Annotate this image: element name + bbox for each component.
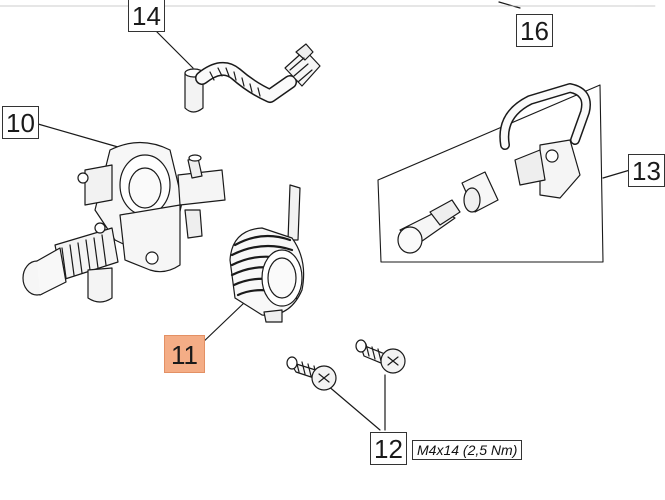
leader-10: [37, 123, 119, 148]
part-11-worm-gear: [229, 184, 305, 323]
kit-frame: [377, 84, 604, 263]
leader-14: [149, 24, 194, 69]
screw-spec-label: M4x14 (2,5 Nm): [412, 440, 523, 460]
callout-16: 16: [516, 14, 553, 47]
callout-14-box: 14: [128, 0, 165, 32]
callout-13: 13: [628, 154, 665, 187]
leader-16: [498, 1, 521, 9]
callout-10: 10: [2, 106, 39, 139]
callout-16-box: 16: [516, 14, 553, 47]
callout-10-box: 10: [2, 106, 39, 139]
callout-12-box: 12: [370, 432, 407, 465]
leader-11: [199, 301, 246, 346]
part-13-kit: [377, 83, 631, 263]
callout-12: 12: [370, 432, 407, 465]
part-12-screws: [286, 339, 406, 391]
part-10-oil-pump: [22, 141, 226, 303]
callout-13-box: 13: [628, 154, 665, 187]
callout-11-highlight: 11: [164, 335, 205, 373]
leader-12a: [326, 384, 381, 431]
callout-14: 14: [128, 0, 165, 32]
callout-11: 11: [164, 335, 205, 373]
part-14-hose: [184, 43, 321, 113]
